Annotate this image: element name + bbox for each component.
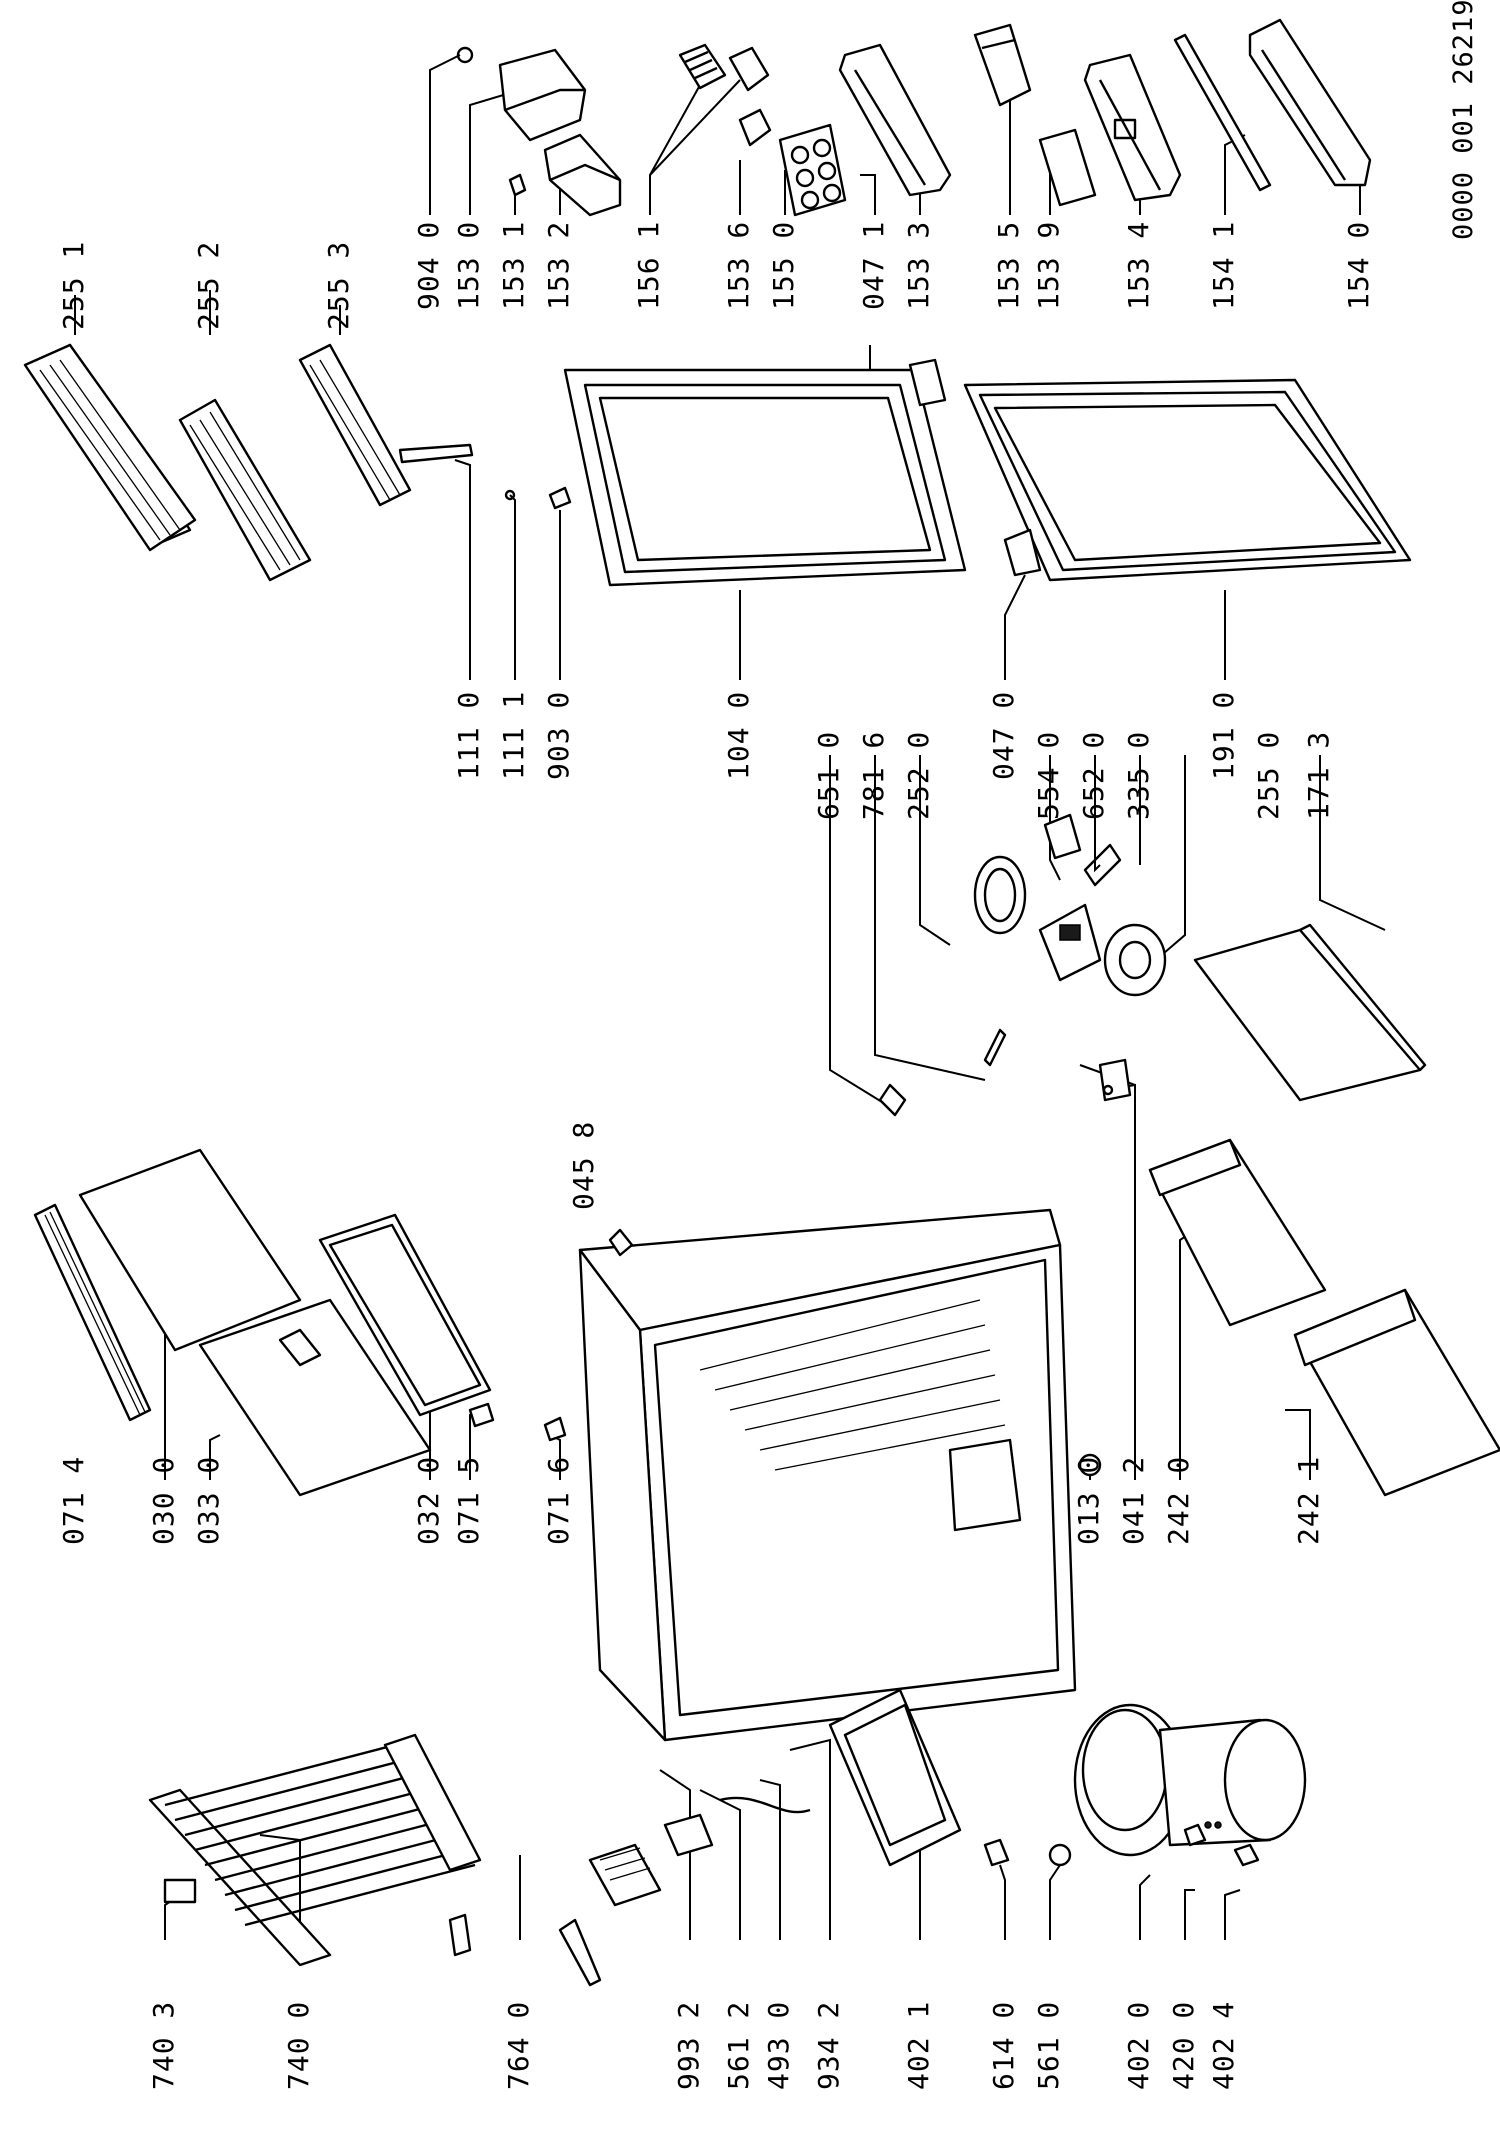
label-111-0: 111 0 [452,690,485,780]
label-045-8: 045 8 [567,1120,600,1210]
label-614-0: 614 0 [987,2000,1020,2090]
label-781-6: 781 6 [857,730,890,820]
label-740-0: 740 0 [282,2000,315,2090]
label-255-1: 255 1 [57,240,90,330]
label-903-0: 903 0 [542,690,575,780]
label-242-0: 242 0 [1162,1455,1195,1545]
label-652-0: 652 0 [1077,730,1110,820]
label-154-1: 154 1 [1207,220,1240,310]
label-934-2: 934 2 [812,2000,845,2090]
cabinet [33,1058,1500,1742]
label-561-2: 561 2 [722,2000,755,2090]
label-156-1: 156 1 [632,220,665,310]
label-153-4: 153 4 [1122,220,1155,310]
label-171-3: 171 3 [1302,730,1335,820]
door-panels [563,358,1412,587]
label-554-0: 554 0 [1032,730,1065,820]
label-047-1: 047 1 [857,220,890,310]
label-651-0: 651 0 [812,730,845,820]
label-155-0: 155 0 [767,220,800,310]
label-071-6: 071 6 [542,1455,575,1545]
label-402-1: 402 1 [902,2000,935,2090]
label-153-9: 153 9 [1032,220,1065,310]
label-335-0: 335 0 [1122,730,1155,820]
label-153-6: 153 6 [722,220,755,310]
label-252-0: 252 0 [902,730,935,820]
label-153-1: 153 1 [497,220,530,310]
label-013-0: 013 0 [1072,1455,1105,1545]
label-402-4: 402 4 [1207,2000,1240,2090]
label-071-4: 071 4 [57,1455,90,1545]
door-accessories [456,18,1372,217]
label-420-0: 420 0 [1167,2000,1200,2090]
thermostat-assembly [878,813,1427,1117]
label-904-0: 904 0 [412,220,445,310]
label-033-0: 033 0 [192,1455,225,1545]
label-153-3: 153 3 [902,220,935,310]
label-030-0: 030 0 [147,1455,180,1545]
label-561-0: 561 0 [1032,2000,1065,2090]
label-191-0: 191 0 [1207,690,1240,780]
label-041-2: 041 2 [1117,1455,1150,1545]
cooling-system [148,1688,1307,1987]
label-032-0: 032 0 [412,1455,445,1545]
label-255-0: 255 0 [1252,730,1285,820]
label-111-1: 111 1 [497,690,530,780]
document-id: 0000 001 26219 [1448,0,1479,240]
label-255-3: 255 3 [322,240,355,330]
label-154-0: 154 0 [1342,220,1375,310]
label-402-0: 402 0 [1122,2000,1155,2090]
label-993-2: 993 2 [672,2000,705,2090]
label-255-2: 255 2 [192,240,225,330]
label-071-5: 071 5 [452,1455,485,1545]
label-242-1: 242 1 [1292,1455,1325,1545]
label-493-0: 493 0 [762,2000,795,2090]
label-153-5: 153 5 [992,220,1025,310]
label-153-0: 153 0 [452,220,485,310]
label-740-3: 740 3 [147,2000,180,2090]
label-153-2: 153 2 [542,220,575,310]
shelves [23,343,572,582]
label-764-0: 764 0 [502,2000,535,2090]
label-104-0: 104 0 [722,690,755,780]
label-047-0: 047 0 [987,690,1020,780]
